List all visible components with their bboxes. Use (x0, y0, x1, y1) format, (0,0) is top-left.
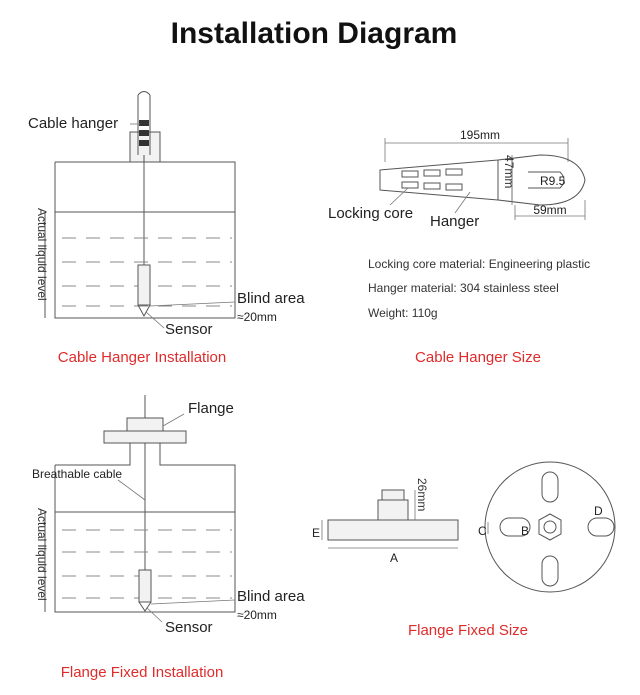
hanger-install-caption: Cable Hanger Installation (58, 349, 226, 366)
length-dim: 195mm (460, 128, 500, 142)
flange-label: Flange (188, 400, 234, 417)
hanger-grip-1 (139, 120, 149, 126)
flange-gland (126, 417, 164, 432)
locking-core-leader (389, 187, 409, 206)
flange-install-caption: Flange Fixed Installation (61, 664, 224, 681)
flange-top-circle (484, 461, 616, 593)
hanger-label: Hanger (430, 213, 479, 230)
cable-hanger-label: Cable hanger (28, 115, 118, 132)
core-slot-5 (423, 182, 441, 190)
hanger-outline (379, 154, 586, 206)
flange-height-dim: 26mm (415, 478, 429, 511)
cable-hanger-size: 195mm R9.5 47mm 59mm Locking core Hanger… (328, 128, 590, 366)
core-slot-3 (445, 168, 463, 176)
flange-liquid-hatching (62, 529, 232, 599)
flange-size-caption: Flange Fixed Size (408, 622, 528, 639)
slot-bottom (541, 555, 559, 587)
flange-blind-area-leader (150, 599, 236, 605)
flange-sensor-tip (138, 601, 152, 612)
sensor-tip (137, 304, 151, 318)
flange-side-nut (381, 489, 405, 501)
blind-area-value: ≈20mm (237, 310, 277, 324)
height-dim: 47mm (502, 155, 516, 188)
spec-line-2: Hanger material: 304 stainless steel (368, 281, 559, 295)
hanger-leader (454, 191, 471, 214)
flange-liquid-level-label: Actual liquid level (35, 508, 49, 601)
flange-leader (162, 413, 185, 427)
flange-fixed-size: 26mm E A C B D Flange Fixed Size (312, 461, 616, 639)
e-label: E (312, 526, 320, 540)
liquid-level-label: Actual liquid level (35, 208, 49, 301)
d-label: D (594, 504, 603, 518)
flange-tank-outline (54, 443, 236, 613)
hanger-eye (528, 171, 565, 189)
blind-area-leader (149, 301, 236, 307)
flange-plate (103, 430, 187, 444)
core-slot-6 (445, 183, 463, 191)
blind-area-label: Blind area (237, 290, 305, 307)
hanger-grip-2 (139, 130, 149, 136)
tank-outline (54, 161, 236, 319)
flange-blind-area-label: Blind area (237, 588, 305, 605)
breathable-cable-leader (117, 479, 146, 501)
flange-blind-area-value: ≈20mm (237, 608, 277, 622)
slot-right (587, 517, 615, 537)
sensor-label: Sensor (165, 321, 213, 338)
flange-sensor-leader (146, 607, 163, 623)
liquid-hatching (62, 237, 232, 307)
center-nut (538, 513, 562, 541)
radius-dim: R9.5 (540, 174, 566, 188)
page-title: Installation Diagram (171, 17, 458, 50)
c-label: C (478, 524, 487, 538)
breathable-cable-label: Breathable cable (32, 467, 122, 481)
flange-side-gland (377, 499, 409, 521)
spec-line-1: Locking core material: Engineering plast… (368, 257, 590, 271)
center-hole (543, 520, 557, 534)
flange-sensor-label: Sensor (165, 619, 213, 636)
hanger-body (137, 91, 151, 155)
flange-fixed-installation: Actual liquid level Flange Breathable ca… (32, 395, 305, 681)
hanger-grip-3 (139, 140, 149, 146)
core-slot-1 (401, 170, 419, 178)
end-width-dim: 59mm (533, 203, 566, 217)
spec-line-3: Weight: 110g (368, 306, 438, 320)
locking-core-label: Locking core (328, 205, 413, 222)
cable-hanger-installation: Actual liquid level Cable hanger Blind a… (28, 91, 305, 366)
flange-side-plate (327, 519, 459, 541)
slot-top (541, 471, 559, 503)
core-slot-4 (401, 181, 419, 189)
a-label: A (390, 551, 398, 565)
hanger-bracket (129, 131, 161, 163)
sensor-body (137, 264, 151, 306)
core-slot-2 (423, 169, 441, 177)
slot-left (499, 517, 531, 537)
b-label: B (521, 524, 529, 538)
sensor-leader (145, 311, 165, 329)
flange-sensor-body (138, 569, 152, 603)
hanger-size-caption: Cable Hanger Size (415, 349, 541, 366)
